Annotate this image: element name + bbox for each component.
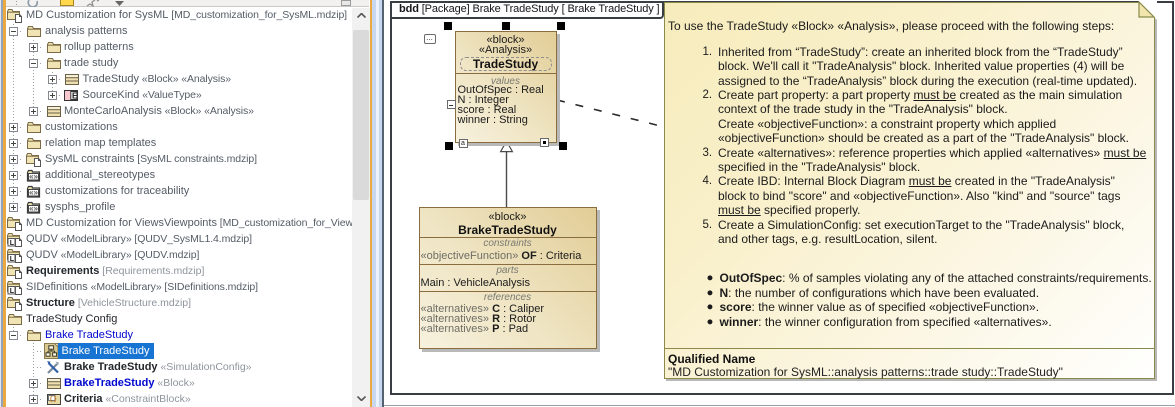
svg-text:L: L — [10, 288, 15, 295]
svg-text:«»: «» — [29, 204, 38, 213]
svg-text:L: L — [10, 240, 15, 247]
svg-text:E: E — [72, 91, 78, 100]
svg-text:«»: «» — [29, 172, 38, 181]
svg-text:L: L — [10, 256, 15, 263]
svg-text:«»: «» — [29, 188, 38, 197]
svg-text:{}: {} — [49, 395, 57, 402]
